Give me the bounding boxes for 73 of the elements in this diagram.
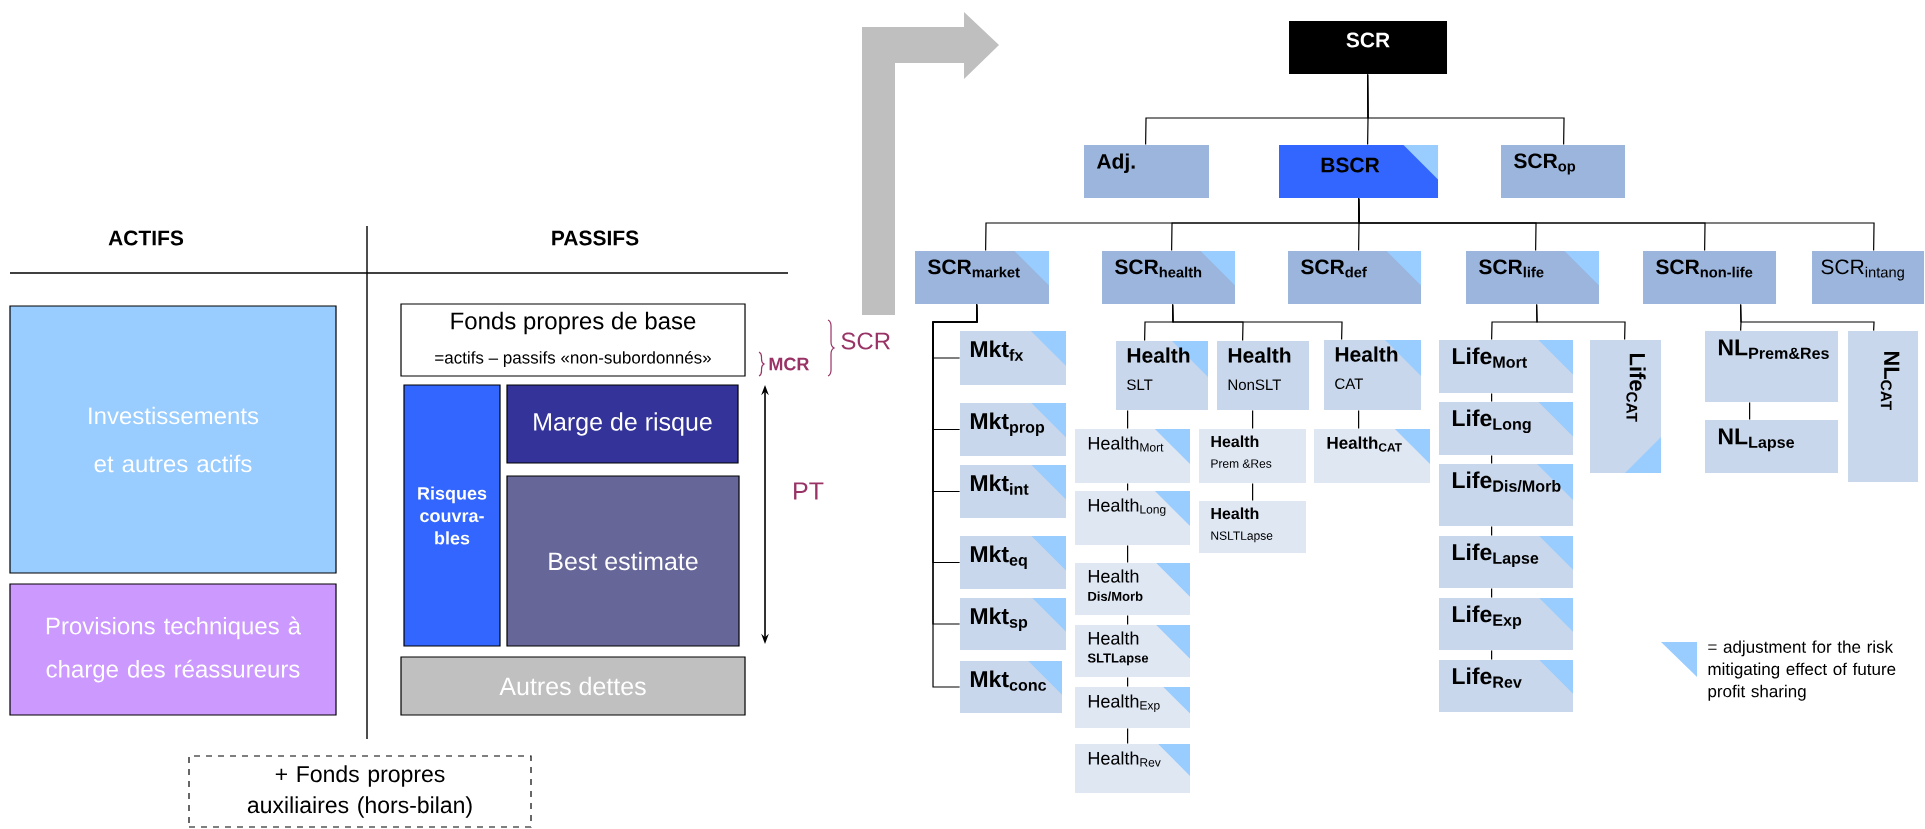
connector-line — [1127, 544, 1129, 564]
connector-line — [1127, 614, 1129, 626]
liability-block: Autres dettes — [400, 656, 746, 716]
connector-line — [1749, 401, 1751, 421]
connector-line — [1172, 303, 1343, 341]
connector-line — [1491, 649, 1493, 661]
risk-module-box: Adj. — [1084, 145, 1209, 198]
column-heading: ACTIFS — [108, 230, 184, 246]
connector-line — [1491, 525, 1493, 537]
risk-module-box: Mkt$_{sp}$ — [960, 598, 1066, 650]
risk-module-box: Life$_{CAT}$ — [1590, 340, 1661, 473]
risk-module-box: BSCR — [1279, 145, 1439, 198]
connector-line — [1536, 303, 1626, 341]
risk-module-box: Life$_{Lapse}$ — [1439, 536, 1573, 588]
risk-module-box: SCR — [1289, 21, 1447, 74]
risk-module-box: NL$_{CAT}$ — [1848, 331, 1919, 482]
risk-module-box: Health$_{CAT}$ — [1314, 429, 1431, 483]
brace-label: SCR — [841, 332, 890, 350]
connector-line — [1252, 409, 1254, 430]
legend-text: = adjustment for the risk mitigating effect of future profit sharing — [1708, 640, 1896, 701]
risk-module-box: Mkt$_{prop}$ — [960, 403, 1066, 456]
risk-module-box: SCR$_{health}$ — [1102, 251, 1235, 304]
brace-label: MCR — [769, 357, 810, 371]
risk-module-box: Health$_{Long}$ — [1075, 491, 1190, 545]
risk-module-box: Health Dis/Morb — [1075, 563, 1190, 615]
connector-line — [1491, 454, 1493, 465]
liability-block: Best estimate — [506, 475, 740, 647]
connector-line — [1358, 197, 1875, 252]
connector-line — [1127, 676, 1129, 688]
risk-module-box: SCR$_{market}$ — [915, 251, 1049, 304]
risk-module-box: Health$_{Rev}$ — [1075, 744, 1190, 793]
risk-module-box: NL$_{Lapse}$ — [1705, 420, 1839, 473]
equity-block: Fonds propres de base =actifs – passifs «non-subordonnés» — [400, 303, 746, 377]
connector-line — [1740, 303, 1875, 332]
connector-line — [1252, 482, 1254, 502]
connector-line — [932, 303, 978, 688]
risk-module-box: Health$_{Mort}$ — [1075, 429, 1190, 483]
liability-block: Risques couvra- bles — [403, 384, 501, 647]
connector-line — [1491, 392, 1493, 403]
connector-line — [1127, 727, 1129, 745]
risk-module-box: Health CAT — [1324, 340, 1422, 410]
dimension-label: PT — [794, 482, 824, 500]
risk-module-box: SCR$_{non-life}$ — [1643, 251, 1777, 304]
risk-module-box: Life$_{Long}$ — [1439, 402, 1573, 455]
connector-line — [1127, 409, 1129, 430]
risk-module-box: Health NonSLT — [1217, 341, 1309, 410]
risk-module-box: Life$_{Exp}$ — [1439, 598, 1573, 650]
risk-module-box: Health$_{Exp}$ — [1075, 687, 1190, 728]
connector-line — [1367, 73, 1565, 146]
risk-module-box: NL$_{Prem&Res}$ — [1705, 331, 1839, 402]
risk-module-box: Life$_{Dis/Morb}$ — [1439, 464, 1573, 526]
risk-module-box: SCR$_{op}$ — [1501, 145, 1626, 198]
risk-module-box: Life$_{Mort}$ — [1439, 340, 1573, 393]
risk-module-box: Mkt$_{int}$ — [960, 465, 1066, 518]
risk-module-box: Mkt$_{conc}$ — [960, 661, 1062, 713]
asset-block: Investissements et autres actifs — [9, 305, 337, 574]
column-heading: PASSIFS — [552, 230, 639, 246]
connector-line — [1358, 409, 1360, 430]
risk-module-box: SCR$_{def}$ — [1288, 251, 1422, 304]
dashed-box: + Fonds propres auxiliaires (hors-bilan) — [188, 755, 532, 828]
liability-block: Marge de risque — [506, 384, 739, 464]
connector-line — [1127, 482, 1129, 492]
risk-module-box: Health SLTLapse — [1075, 625, 1190, 677]
risk-module-box: Health NSLTLapse — [1199, 501, 1307, 553]
risk-module-box: SCR$_{intang}$ — [1812, 251, 1925, 304]
risk-module-box: Health Prem &Res — [1199, 429, 1307, 483]
risk-module-box: Mkt$_{eq}$ — [960, 536, 1066, 589]
connector-line — [1491, 587, 1493, 599]
risk-module-box: Life$_{Rev}$ — [1439, 660, 1573, 712]
risk-module-box: Health SLT — [1116, 341, 1208, 410]
risk-module-box: SCR$_{life}$ — [1466, 251, 1600, 304]
asset-block: Provisions techniques à charge des réassureurs — [9, 583, 337, 716]
risk-module-box: Mkt$_{fx}$ — [960, 331, 1066, 385]
